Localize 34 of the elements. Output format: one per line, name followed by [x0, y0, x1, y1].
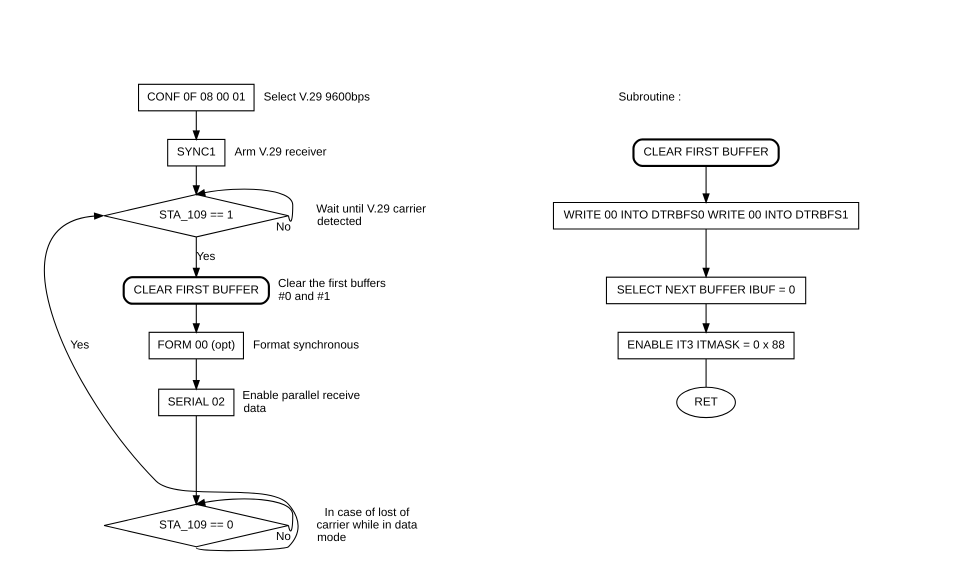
edge-label: No: [275, 220, 290, 234]
node-box: CONF 0F 08 00 01: [138, 84, 254, 112]
node-box: CLEAR FIRST BUFFER: [122, 276, 270, 305]
arrow: [192, 416, 200, 506]
arrow: [192, 304, 200, 334]
arrow: [43, 212, 298, 552]
arrow: [192, 359, 200, 391]
node-box: SELECT NEXT BUFFER IBUF = 0: [605, 276, 806, 304]
arrow: [192, 110, 200, 141]
node-box: FORM 00 (opt): [148, 332, 244, 360]
node-label: Format synchronous: [252, 338, 359, 352]
arrow: [192, 166, 200, 196]
node-label: Clear the first buffers #0 and #1: [278, 277, 386, 303]
node-label: Enable parallel receive data: [242, 389, 360, 415]
arrow: [194, 188, 293, 222]
arrow: [194, 498, 293, 532]
arrow: [192, 237, 200, 278]
node-label: Arm V.29 receiver: [234, 146, 326, 159]
node-label: Select V.29 9600bps: [263, 90, 370, 104]
node-box: SYNC1: [166, 138, 225, 166]
edge-label: No: [275, 530, 290, 544]
node-ellipse: RET: [676, 386, 736, 418]
node-box: SERIAL 02: [158, 388, 234, 416]
node-label: Wait until V.29 carrier detected: [316, 202, 426, 228]
connector: [705, 359, 706, 388]
node-label: In case of lost of carrier while in data mode: [316, 506, 417, 544]
arrow: [702, 229, 710, 278]
label: Subroutine :: [618, 90, 681, 104]
node-box: ENABLE IT3 ITMASK = 0 x 88: [617, 332, 794, 360]
node-box: CLEAR FIRST BUFFER: [632, 138, 780, 167]
node-box: WRITE 00 INTO DTRBFS0 WRITE 00 INTO DTRBFS1: [552, 202, 859, 230]
arrow: [702, 166, 710, 204]
edge-label: Yes: [70, 338, 89, 352]
arrow: [702, 304, 710, 334]
